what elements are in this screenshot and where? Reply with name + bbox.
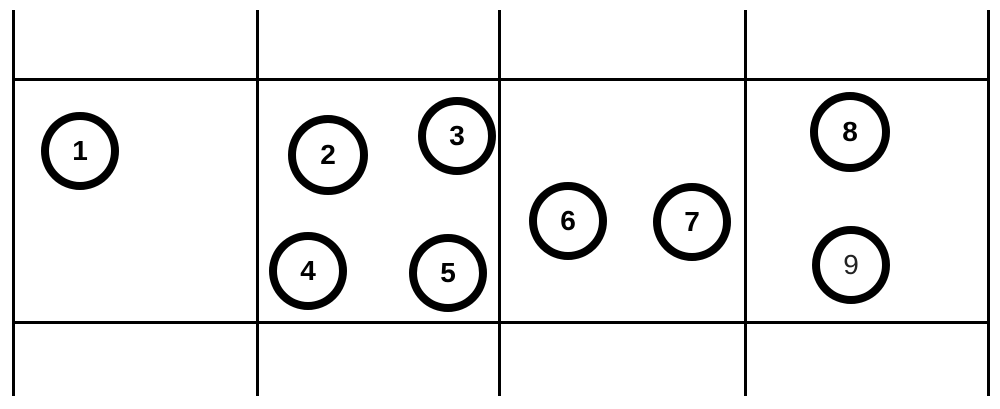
- grid-vertical-line-3: [497, 10, 501, 396]
- numbered-circle-1: 1: [41, 112, 119, 190]
- circle-number-label: 1: [72, 135, 88, 166]
- numbered-circle-8: 8: [810, 92, 890, 172]
- circle-number-label: 8: [842, 116, 858, 147]
- circle-number-label: 9: [843, 249, 859, 280]
- grid-horizontal-line-1: [13, 77, 988, 81]
- grid-horizontal-line-2: [13, 320, 988, 324]
- numbered-circle-2: 2: [288, 115, 368, 195]
- numbered-circle-7: 7: [653, 183, 731, 261]
- numbered-circle-6: 6: [529, 182, 607, 260]
- grid-vertical-line-1: [11, 10, 15, 396]
- grid-vertical-line-5: [986, 10, 990, 396]
- numbered-circle-9: 9: [812, 226, 890, 304]
- circle-number-label: 7: [684, 206, 700, 237]
- circle-number-label: 3: [449, 120, 465, 151]
- circle-number-label: 6: [560, 205, 576, 236]
- numbered-circle-3: 3: [418, 97, 496, 175]
- grid-vertical-line-4: [743, 10, 747, 396]
- circle-number-label: 2: [320, 139, 336, 170]
- grid-vertical-line-2: [255, 10, 259, 396]
- numbered-circle-4: 4: [269, 232, 347, 310]
- circle-number-label: 4: [300, 255, 316, 286]
- numbered-circle-5: 5: [409, 234, 487, 312]
- circle-number-label: 5: [440, 257, 456, 288]
